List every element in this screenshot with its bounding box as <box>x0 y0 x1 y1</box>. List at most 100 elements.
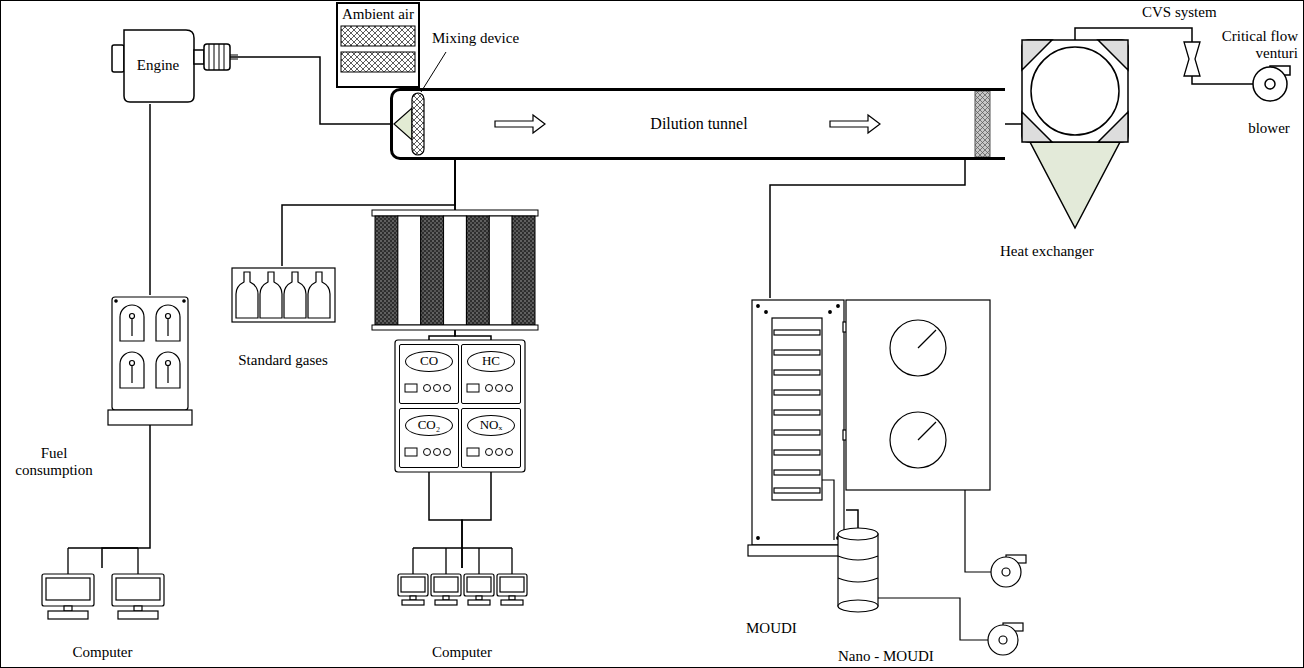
filter-rack <box>372 210 538 216</box>
analyzer-readout: HC <box>467 351 515 372</box>
analyzer-readout: CO₂ <box>405 415 453 436</box>
cvs-drawing <box>1030 142 1120 228</box>
moudi-drawing <box>772 318 822 500</box>
computer-icon <box>500 577 524 592</box>
engine-drawing <box>194 50 204 64</box>
moudi-drawing <box>774 450 820 455</box>
label-anchor: Mixing device <box>432 30 542 47</box>
computer-icon <box>116 578 160 600</box>
computer-icon <box>42 574 94 606</box>
nano-moudi-impactor: Nano - MOUDI <box>838 528 878 612</box>
moudi-drawing <box>991 557 1021 587</box>
computer-icon <box>431 574 461 596</box>
mixing-device <box>394 108 412 140</box>
air-filter-hatching <box>341 52 415 72</box>
computer-icon <box>46 578 90 600</box>
label-anchor: Heat exchanger <box>1000 243 1120 260</box>
venturi-drawing <box>1184 42 1200 76</box>
filter-rack <box>398 216 421 325</box>
moudi-drawing <box>774 488 820 493</box>
computer-icon <box>468 600 490 605</box>
gas-cylinders-drawing <box>260 272 282 318</box>
label-anchor: Critical flow venturi <box>1204 28 1298 63</box>
engine-drawing <box>112 45 124 72</box>
blower-drawing <box>1240 66 1290 101</box>
moudi-drawing <box>890 412 946 468</box>
computer-icon <box>401 577 425 592</box>
moudi-drawing <box>774 370 820 375</box>
analyzer-knobs <box>424 385 431 392</box>
node-label: Computer <box>392 644 532 661</box>
nano-moudi-drawing <box>988 625 1018 655</box>
fuel-meter-drawing <box>108 297 192 425</box>
nano-moudi-drawing <box>838 600 878 612</box>
computer-icon <box>501 600 523 605</box>
computer-icon <box>134 606 142 611</box>
fuel-meter-drawing <box>183 300 185 302</box>
filter-rack <box>372 325 538 330</box>
moudi-drawing <box>846 300 990 490</box>
flow-arrow <box>830 115 880 133</box>
analyzer-knobs <box>444 385 451 392</box>
air-filter-hatching <box>341 26 415 46</box>
analyzer-knobs <box>424 449 431 456</box>
moudi-drawing <box>918 422 936 440</box>
moudi-drawing <box>757 537 760 540</box>
blower-drawing <box>1240 83 1253 85</box>
analyzer-knobs <box>506 385 513 392</box>
gas-analyzer: HC <box>461 344 521 404</box>
gas-cylinders-drawing <box>284 272 306 318</box>
engine-drawing <box>112 30 238 102</box>
analyzer-knobs <box>467 448 479 456</box>
filter-rack <box>444 216 467 325</box>
pipe-connector <box>149 104 151 295</box>
pipe-connector <box>462 468 491 568</box>
filter-rack <box>489 216 512 325</box>
pipe-connector <box>102 425 150 568</box>
engine-drawing <box>204 44 230 70</box>
filter-rack <box>466 216 489 325</box>
gas-cylinders-drawing <box>232 268 335 322</box>
heat-exchanger-block <box>975 91 990 157</box>
pipe-connector <box>846 510 858 528</box>
computer-icon <box>48 611 88 619</box>
moudi-drawing <box>748 545 848 556</box>
node-label: Nano - MOUDI <box>838 648 934 665</box>
moudi-drawing <box>774 330 820 335</box>
node-label: Fuel consumption <box>5 445 103 480</box>
node-label: Ambient air <box>338 6 418 23</box>
venturi-drawing <box>1184 42 1200 76</box>
mixing-device <box>412 93 424 155</box>
gas-cylinders: Standard gases <box>222 266 344 372</box>
cvs-drawing <box>1031 47 1119 135</box>
computer-icon <box>497 574 527 596</box>
analyzer-knobs <box>496 449 503 456</box>
moudi-drawing <box>1002 568 1010 576</box>
computer-icon <box>112 574 164 606</box>
filter-rack <box>375 216 398 325</box>
moudi-drawing <box>752 300 844 545</box>
gas-analyzer: CO₂ <box>399 408 459 468</box>
blower-drawing <box>1253 67 1287 101</box>
analyzer-knobs <box>405 448 417 456</box>
nano-moudi-drawing <box>878 598 988 640</box>
node-label: Computer <box>35 644 170 661</box>
dilution-tunnel: Dilution tunnel <box>390 88 1005 160</box>
computer-set: Computer <box>35 568 170 664</box>
analyzer-knobs <box>434 385 441 392</box>
moudi-drawing <box>890 320 946 376</box>
nano-moudi-drawing <box>838 556 878 582</box>
analyzer-bench <box>395 340 525 472</box>
part-label: Mixing device <box>432 30 542 47</box>
analyzer-bench <box>395 340 525 472</box>
node-label: CVS system <box>1142 4 1217 21</box>
flow-arrow <box>495 115 545 133</box>
gas-cylinders-drawing <box>236 272 258 318</box>
analyzer-knobs <box>467 384 479 392</box>
moudi-drawing <box>757 305 760 308</box>
node-label: Engine <box>112 57 204 74</box>
node-label: Standard gases <box>222 352 344 369</box>
